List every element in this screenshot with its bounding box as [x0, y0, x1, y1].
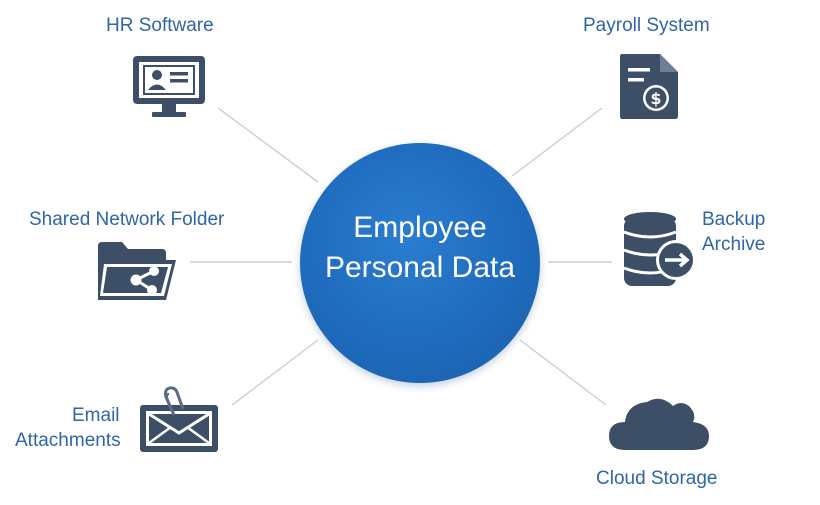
cloud-icon: [607, 392, 711, 452]
database-backup-icon: [620, 210, 698, 290]
backup-archive-label-line-2: Archive: [702, 234, 766, 255]
email-attachments-label-line-1: Email: [72, 405, 120, 426]
svg-text:$: $: [650, 89, 661, 108]
shared-folder-icon: [96, 240, 178, 304]
employee-personal-data-hub: [300, 143, 540, 383]
connector-hr-software: [217, 107, 319, 183]
connector-email-attachments: [231, 339, 319, 406]
connector-cloud-storage: [519, 339, 607, 406]
envelope-paperclip-icon: [138, 385, 220, 455]
center-title-line-2: Personal Data: [324, 251, 516, 284]
connector-payroll-system: [511, 107, 603, 177]
email-attachments-label-line-2: Attachments: [15, 430, 121, 451]
hr-software-label: HR Software: [106, 15, 214, 36]
cloud-storage-label: Cloud Storage: [596, 468, 718, 489]
shared-network-folder-label: Shared Network Folder: [29, 209, 225, 230]
center-title-line-1: Employee: [353, 211, 487, 244]
backup-archive-label-line-1: Backup: [702, 209, 766, 230]
payroll-system-label: Payroll System: [583, 15, 710, 36]
payroll-document-dollar-icon: $: [618, 52, 680, 122]
monitor-id-card-icon: [130, 54, 208, 120]
